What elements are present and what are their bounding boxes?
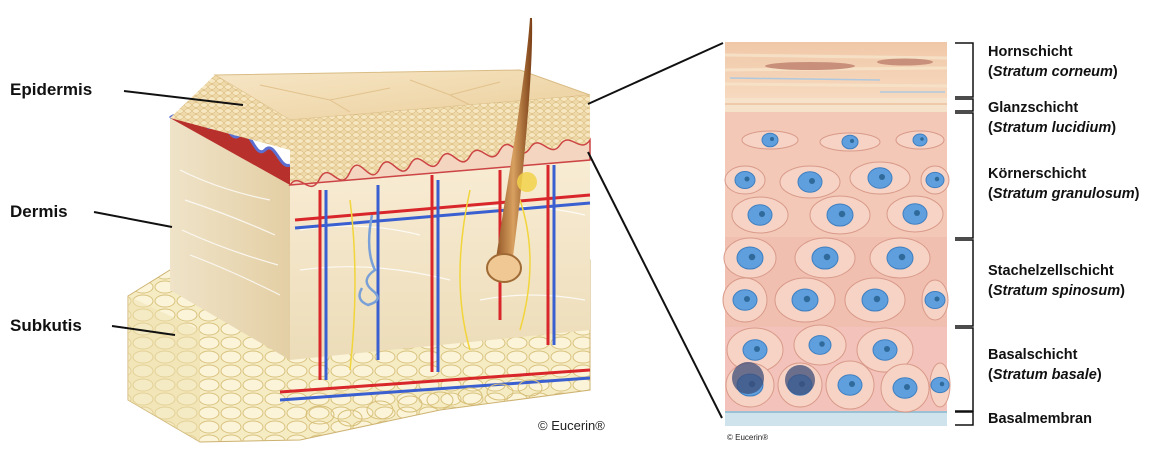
nucleolus xyxy=(884,346,890,352)
label-hornschicht: Hornschicht (Stratum corneum) xyxy=(988,42,1118,82)
copyright-small: © Eucerin® xyxy=(727,433,768,442)
cell-nucleus xyxy=(913,134,927,146)
melanocyte-cell xyxy=(732,362,764,394)
label-basalmembran: Basalmembran xyxy=(988,409,1092,429)
nucleolus xyxy=(804,296,811,303)
nucleolus xyxy=(935,177,940,182)
layer-latin: Stratum corneum xyxy=(993,64,1113,80)
nucleolus xyxy=(824,254,831,261)
nucleolus xyxy=(899,254,906,261)
label-dermis: Dermis xyxy=(10,202,68,222)
nucleolus xyxy=(809,178,815,184)
nucleolus xyxy=(745,177,750,182)
nucleolus xyxy=(904,384,910,390)
nucleolus xyxy=(850,139,854,143)
nucleolus xyxy=(754,346,760,352)
layer-name: Körnerschicht xyxy=(988,164,1139,184)
nucleolus xyxy=(940,382,945,387)
label-glanzschicht: Glanzschicht (Stratum lucidium) xyxy=(988,98,1116,138)
layer-latin: Stratum basale xyxy=(993,367,1097,383)
nucleolus xyxy=(935,297,940,302)
nucleolus xyxy=(770,137,774,141)
layer-latin: Stratum granulosum xyxy=(993,186,1135,202)
nucleolus xyxy=(819,341,825,347)
label-koernerschicht: Körnerschicht (Stratum granulosum) xyxy=(988,164,1139,204)
layer-name: Glanzschicht xyxy=(988,98,1116,118)
nucleolus xyxy=(839,211,846,218)
nucleolus xyxy=(849,381,855,387)
copyright-main: © Eucerin® xyxy=(538,418,605,433)
layer-latin: Stratum lucidium xyxy=(993,120,1111,136)
nucleolus xyxy=(920,137,924,141)
nucleolus xyxy=(744,296,750,302)
melanocyte-cell xyxy=(785,365,815,395)
layer-name: Basalschicht xyxy=(988,345,1102,365)
nucleolus xyxy=(914,210,920,216)
layer-name: Stachelzellschicht xyxy=(988,261,1125,281)
layer-latin: Stratum spinosum xyxy=(993,283,1120,299)
label-stachelzellschicht: Stachelzellschicht (Stratum spinosum) xyxy=(988,261,1125,301)
nucleolus xyxy=(749,254,756,261)
label-basalschicht: Basalschicht (Stratum basale) xyxy=(988,345,1102,385)
label-subkutis: Subkutis xyxy=(10,316,82,336)
nucleolus xyxy=(879,174,885,180)
nucleolus xyxy=(874,296,881,303)
layer-brackets xyxy=(955,43,973,425)
cell-nucleus xyxy=(762,133,778,147)
layer-name: Hornschicht xyxy=(988,42,1118,62)
nucleolus xyxy=(759,211,765,217)
cell-nucleus xyxy=(842,135,858,149)
zoom-lines xyxy=(588,43,723,418)
label-epidermis: Epidermis xyxy=(10,80,92,100)
